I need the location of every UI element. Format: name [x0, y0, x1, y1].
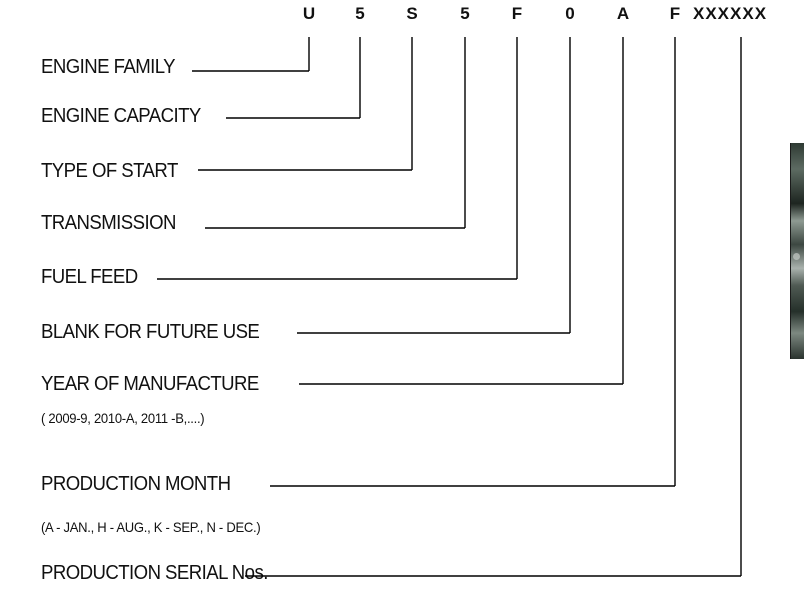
code-char-year-of-manufacture: A — [616, 4, 630, 23]
code-char-fuel-feed: F — [511, 4, 523, 23]
label-engine-capacity: ENGINE CAPACITY — [41, 105, 201, 127]
engine-photo — [790, 143, 804, 359]
label-type-of-start: TYPE OF START — [41, 160, 178, 182]
label-production-serial: PRODUCTION SERIAL Nos. — [41, 562, 268, 584]
label-production-month: PRODUCTION MONTH — [41, 473, 231, 495]
label-engine-family: ENGINE FAMILY — [41, 56, 176, 78]
code-char-type-of-start: S — [406, 4, 418, 23]
label-year-of-manufacture: YEAR OF MANUFACTURE — [41, 373, 259, 395]
code-char-engine-family: U — [302, 4, 316, 23]
code-serial-placeholder: XXXXXX — [693, 4, 768, 23]
label-blank-for-future-use: BLANK FOR FUTURE USE — [41, 321, 260, 343]
note-year-codes: ( 2009-9, 2010-A, 2011 -B,....) — [41, 410, 205, 426]
note-month-codes: (A - JAN., H - AUG., K - SEP., N - DEC.) — [41, 519, 261, 535]
code-char-engine-capacity: 5 — [355, 4, 365, 23]
code-char-blank: 0 — [565, 4, 575, 23]
code-char-transmission: 5 — [460, 4, 470, 23]
code-char-production-month: F — [669, 4, 681, 23]
label-transmission: TRANSMISSION — [41, 212, 176, 234]
label-fuel-feed: FUEL FEED — [41, 266, 138, 288]
